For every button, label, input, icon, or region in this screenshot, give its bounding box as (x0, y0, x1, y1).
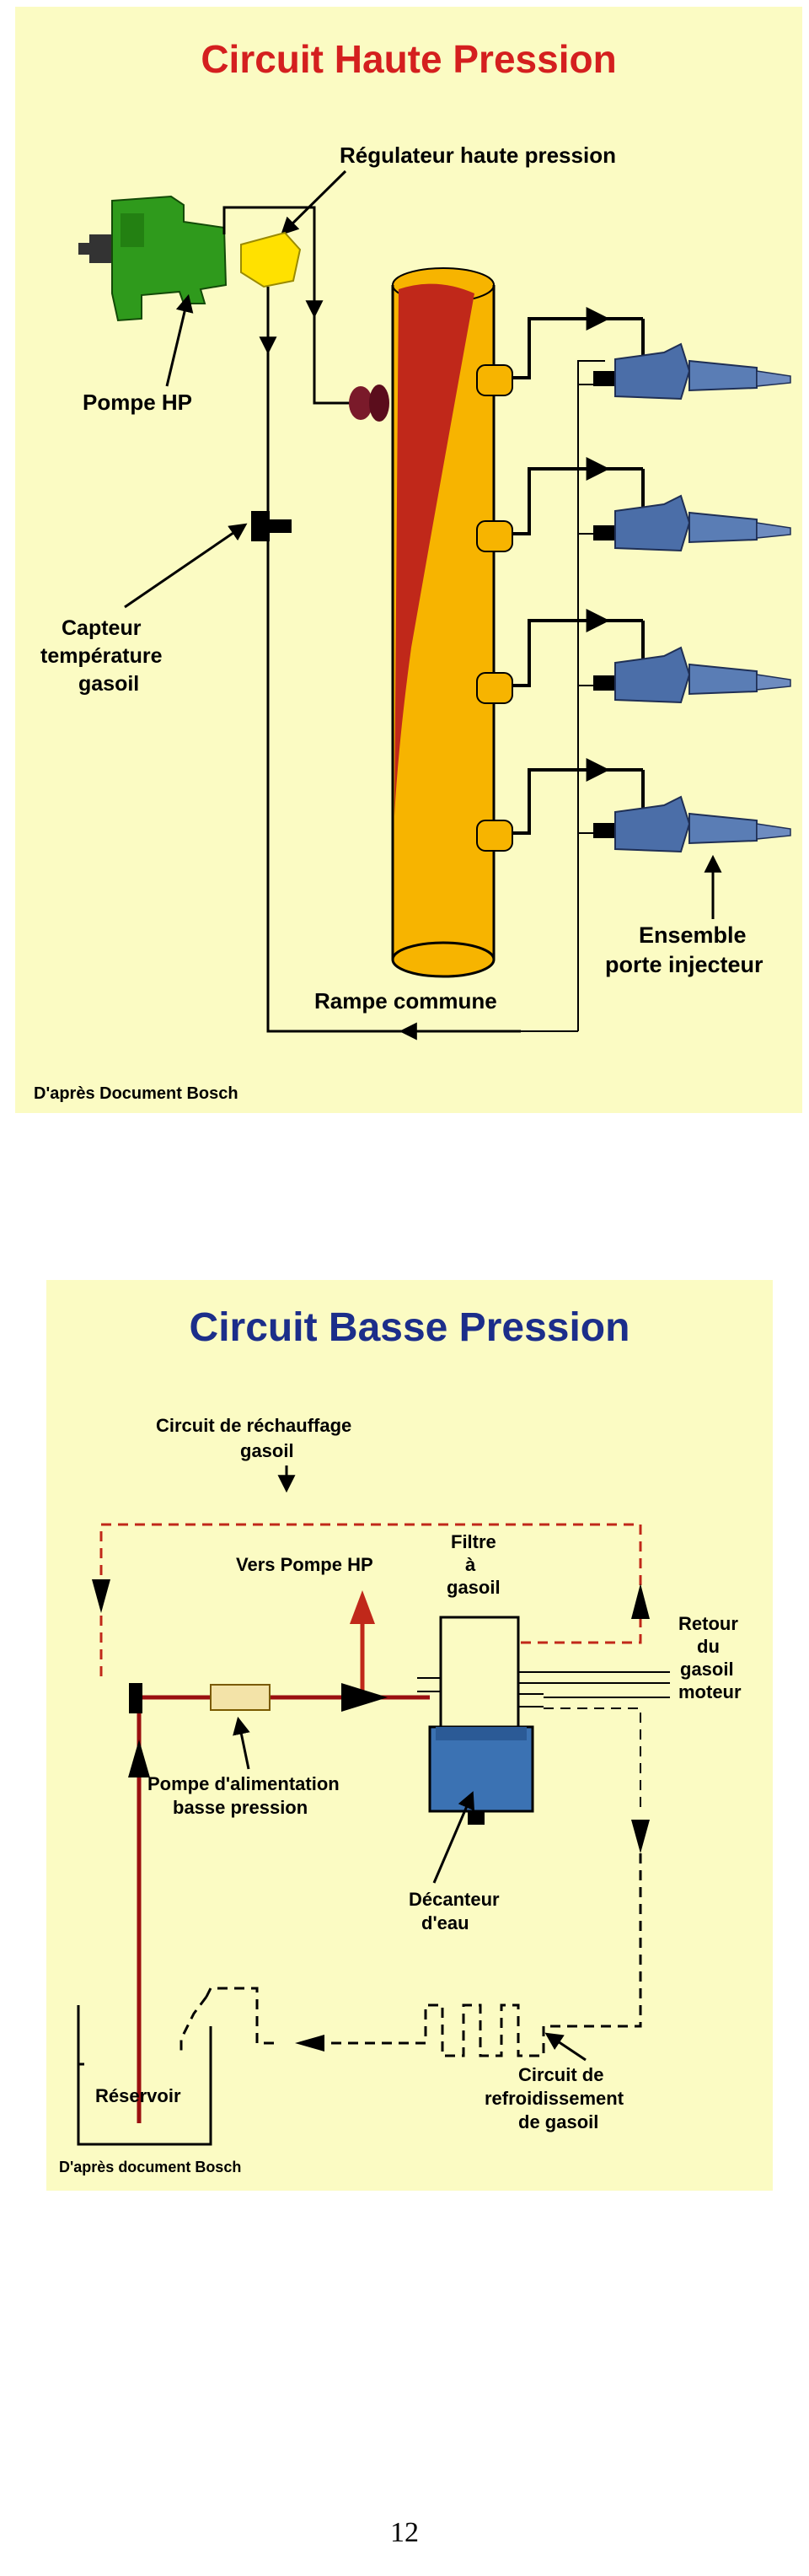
hp-regulator (240, 231, 302, 288)
hp-title: Circuit Haute Pression (201, 37, 616, 81)
lp-decanter-pointer (432, 1791, 475, 1884)
hp-injector-1 (593, 342, 791, 401)
lp-heating-label-line1: Circuit de réchauffage (156, 1415, 351, 1436)
lp-tank-label: Réservoir (95, 2085, 181, 2106)
hp-pump-pointer (165, 293, 194, 387)
hp-sensor-label-line3: gasoil (78, 672, 139, 696)
hp-pump (78, 195, 228, 322)
lp-cooling-arrows (295, 1820, 650, 2052)
hp-injectors-label-line1: Ensemble (639, 922, 747, 948)
hp-temperature-sensor (251, 511, 292, 541)
lp-feed-pump-label-line1: Pompe d'alimentation (147, 1773, 340, 1794)
lp-decanter-label-line2: d'eau (421, 1912, 469, 1933)
lp-return-label-line4: moteur (678, 1681, 742, 1702)
lp-fuel-tank (77, 2005, 212, 2146)
hp-rail-connector (349, 385, 389, 422)
high-pressure-diagram: Circuit Haute Pression Régulateur haute … (15, 7, 802, 1113)
hp-injector-lines (512, 307, 645, 835)
hp-rail-outlets (476, 364, 513, 852)
lp-cooling-label-line3: de gasoil (518, 2111, 598, 2132)
hp-injector-2 (593, 494, 791, 552)
hp-regulator-pointer (281, 169, 347, 235)
lp-source-note: D'après document Bosch (59, 2159, 241, 2175)
lp-decanter-label-line1: Décanteur (409, 1889, 500, 1910)
lp-filter-label-line2: à (465, 1554, 476, 1575)
lp-feed-pump-label-line2: basse pression (173, 1797, 308, 1818)
hp-rail-label: Rampe commune (314, 988, 497, 1014)
hp-sensor-label-line1: Capteur (62, 616, 142, 640)
lp-water-decanter (428, 1725, 534, 1825)
lp-panel-background (46, 1280, 773, 2191)
hp-sensor-label-line2: température (40, 644, 163, 668)
lp-return-label-line2: du (697, 1636, 720, 1657)
lp-cooling-label-line1: Circuit de (518, 2064, 603, 2085)
lp-feed-arrows (128, 1683, 388, 1777)
lp-to-pump-label: Vers Pompe HP (236, 1554, 373, 1575)
lp-return-label-line3: gasoil (680, 1659, 734, 1680)
lp-cooling-circuit (179, 1853, 642, 2057)
lp-return-label-line1: Retour (678, 1613, 738, 1634)
lp-return-line (544, 1671, 670, 1811)
hp-injectors-label-line2: porte injecteur (605, 952, 763, 977)
hp-pump-label: Pompe HP (83, 390, 192, 415)
lp-tee-junction (129, 1683, 142, 1713)
hp-pipes (222, 206, 521, 1041)
hp-injector-4 (593, 795, 791, 853)
hp-injector-3 (593, 646, 791, 704)
hp-source-note: D'après Document Bosch (34, 1084, 238, 1103)
lp-cooling-label-line2: refroidissement (485, 2088, 624, 2109)
lp-title: Circuit Basse Pression (190, 1305, 630, 1350)
lp-heating-arrows (92, 1579, 650, 1619)
lp-cooling-pointer (544, 2032, 587, 2062)
lp-heating-label-line2: gasoil (240, 1440, 294, 1461)
hp-regulator-label: Régulateur haute pression (340, 143, 616, 168)
lp-feed-pump-pointer (233, 1716, 250, 1770)
hp-common-rail (391, 267, 496, 978)
low-pressure-diagram: Circuit Basse Pression Circuit de réchau… (46, 1280, 773, 2191)
lp-filter-label-line3: gasoil (447, 1577, 501, 1598)
lp-filter-label-line1: Filtre (451, 1531, 496, 1552)
page-number: 12 (390, 2517, 419, 2548)
lp-feed-pump (210, 1684, 271, 1711)
hp-sensor-pointer (124, 523, 248, 609)
